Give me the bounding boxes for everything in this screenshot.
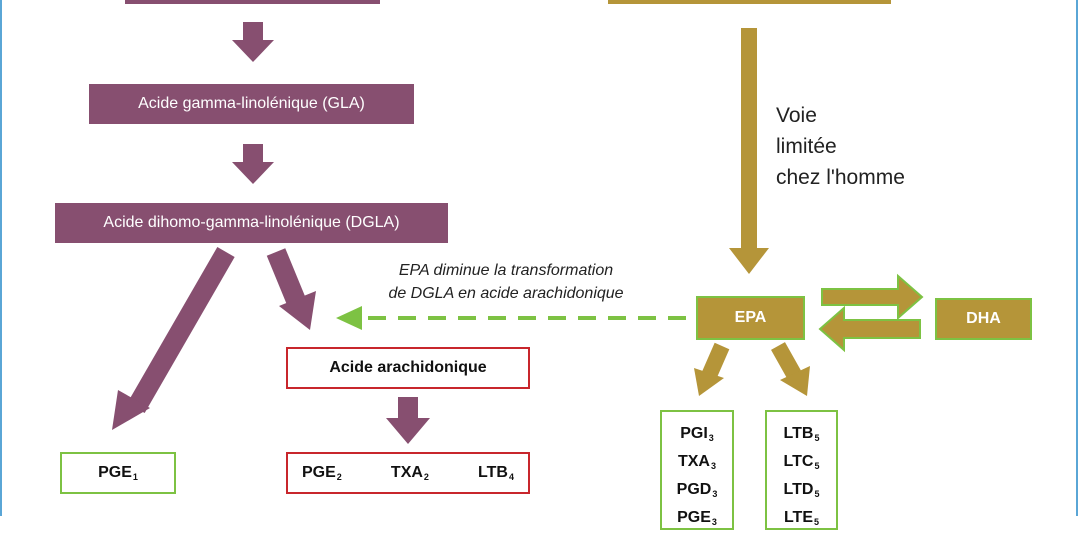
arrow-dha-to-epa xyxy=(818,305,921,353)
aa-product-pge2: PGE2 xyxy=(302,464,342,482)
epa-box: EPA xyxy=(696,296,805,340)
dgla-label: Acide dihomo-gamma-linolénique (DGLA) xyxy=(103,214,400,231)
dha-label: DHA xyxy=(966,310,1001,327)
leukotrienes-list: LTB5 LTC5 LTD5 LTE5 xyxy=(784,412,820,534)
arrow-epa-to-leukotrienes xyxy=(771,342,810,396)
product-pge3: PGE3 xyxy=(677,509,717,527)
arrow-to-aa-products xyxy=(386,397,430,444)
voie-line-3: chez l'homme xyxy=(776,166,905,189)
pge1-label: PGE1 xyxy=(98,464,138,482)
product-pgi3: PGI3 xyxy=(680,425,714,443)
product-ltc5: LTC5 xyxy=(783,453,820,471)
product-pgd3: PGD3 xyxy=(676,481,718,499)
arrow-epa-to-dha xyxy=(821,273,924,321)
arrow-epa-inhibits xyxy=(336,306,686,330)
aa-product-txa2: TXA2 xyxy=(390,464,429,482)
arrow-to-aa xyxy=(266,248,316,330)
epa-inhibition-note: EPA diminue la transformation de DGLA en… xyxy=(356,259,656,305)
product-lte5: LTE5 xyxy=(783,509,820,527)
gla-box: Acide gamma-linolénique (GLA) xyxy=(89,84,414,124)
arrows-layer xyxy=(112,0,924,444)
product-ltb5: LTB5 xyxy=(783,425,820,443)
aa-box: Acide arachidonique xyxy=(286,347,530,389)
voie-line-2: limitée xyxy=(776,135,837,158)
dha-box: DHA xyxy=(935,298,1032,340)
epa-prostanoids-box: PGI3 TXA3 PGD3 PGE3 xyxy=(660,410,734,530)
top-omega3-box xyxy=(608,0,891,4)
voie-line-1: Voie xyxy=(776,104,817,127)
arrow-to-pge1 xyxy=(112,247,235,430)
product-txa3: TXA3 xyxy=(677,453,716,471)
arrow-to-dgla xyxy=(232,144,274,184)
epa-leukotrienes-box: LTB5 LTC5 LTD5 LTE5 xyxy=(765,410,838,530)
dgla-box: Acide dihomo-gamma-linolénique (DGLA) xyxy=(55,203,448,243)
arrow-to-gla xyxy=(232,22,274,62)
top-omega6-box xyxy=(125,0,380,4)
gla-label: Acide gamma-linolénique (GLA) xyxy=(138,95,365,112)
pge1-box: PGE1 xyxy=(60,452,176,494)
aa-product-ltb4: LTB4 xyxy=(478,464,514,482)
arrow-to-epa xyxy=(729,28,769,274)
aa-products-box: PGE2 TXA2 LTB4 xyxy=(286,452,530,494)
note-line-2: de DGLA en acide arachidonique xyxy=(388,285,624,302)
product-ltd5: LTD5 xyxy=(783,481,820,499)
figure-frame xyxy=(0,0,1078,516)
note-line-1: EPA diminue la transformation xyxy=(398,262,614,279)
voie-limitee-text: Voie limitée chez l'homme xyxy=(776,100,905,193)
arrow-epa-to-prostanoids xyxy=(694,342,730,396)
epa-label: EPA xyxy=(734,309,767,326)
aa-label: Acide arachidonique xyxy=(329,359,487,376)
